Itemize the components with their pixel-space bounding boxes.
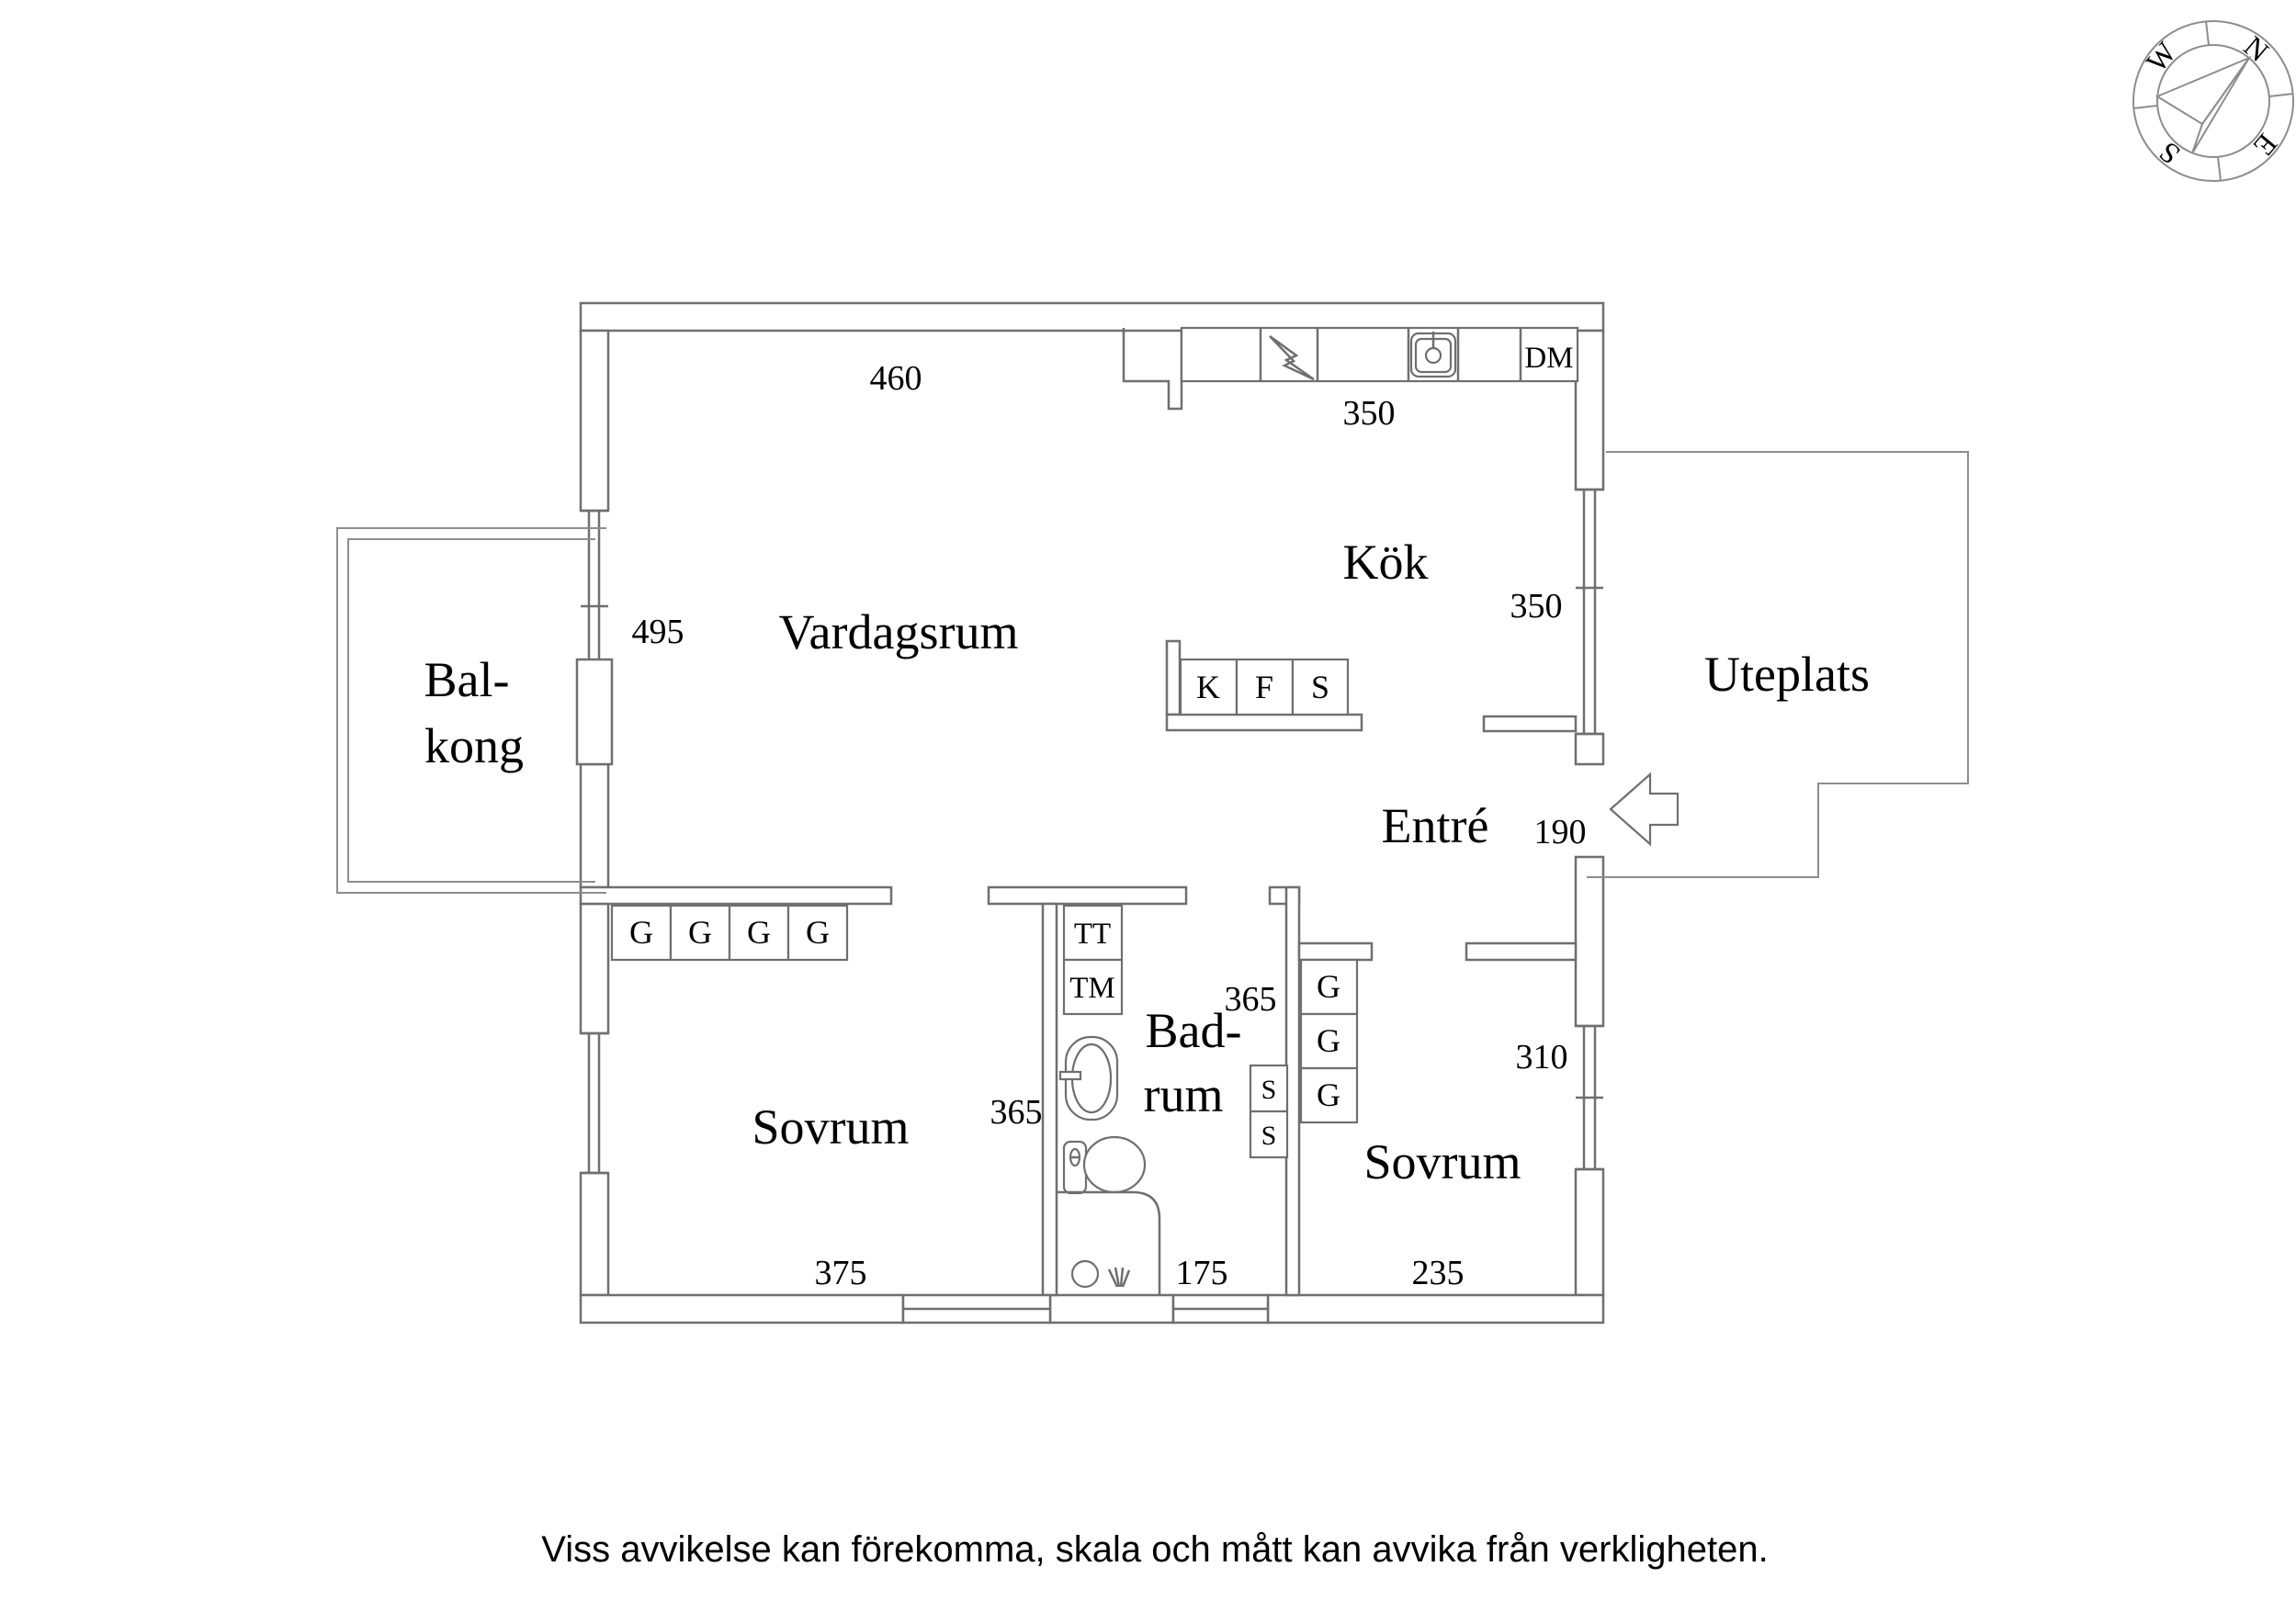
wardrobes-left-bedroom: G G G G [610, 904, 849, 962]
badrum-width-dim: 175 [1176, 1254, 1228, 1292]
shelf-box [1249, 1110, 1289, 1159]
kok-label: Kök [1343, 535, 1429, 590]
entre-width-dim: 190 [1534, 813, 1587, 851]
left-bedroom-window [581, 1031, 608, 1175]
balcony-outline [336, 527, 606, 894]
sovrum-left-width-dim: 375 [815, 1254, 867, 1292]
badrum-label-line2: rum [1144, 1067, 1224, 1122]
wardrobes-right-bedroom: G G G [1299, 958, 1359, 1124]
sink-icon [1409, 332, 1457, 378]
compass-north-label: N [2238, 29, 2276, 68]
kok-depth-dim: 350 [1510, 587, 1563, 626]
disclaimer-text: Viss avvikelse kan förekomma, skala och … [541, 1529, 1768, 1570]
compass-rose: N E S W [2132, 20, 2294, 182]
vardagsrum-width-dim: 460 [870, 359, 922, 398]
dishwasher-box-label: DM [1524, 342, 1573, 375]
kitchen-window [1576, 488, 1603, 736]
balkong-label-line2: kong [424, 718, 524, 773]
badrum-label-line1: Bad- [1146, 1003, 1242, 1058]
uteplats-label: Uteplats [1704, 647, 1870, 702]
kok-width-dim: 350 [1343, 394, 1396, 433]
pantry-box-label: S [1311, 669, 1329, 705]
fridge-box-label: K [1196, 669, 1220, 705]
living-room-window [581, 509, 608, 663]
compass-south-label: S [2153, 135, 2187, 171]
sovrum-right-depth-dim: 310 [1516, 1038, 1568, 1076]
bathroom-fixtures: TT TM S S [1057, 904, 1289, 1295]
balkong-label-line1: Bal- [424, 652, 510, 707]
bathroom-threshold [1171, 1293, 1270, 1324]
compass-west-label: W [2140, 35, 2184, 78]
compass-east-label: E [2247, 128, 2284, 163]
stove-icon [1269, 334, 1315, 381]
shelf-box-label: S [1261, 1075, 1277, 1105]
dryer-box-label: TT [1074, 918, 1111, 951]
wardrobe-label: G [1317, 1022, 1340, 1059]
labels: Vardagsrum 460 495 Kök 350 350 Bal- kong… [424, 359, 1870, 1292]
wardrobe-label: G [629, 914, 653, 951]
washer-box [1062, 958, 1124, 1016]
sovrum-left-depth-dim: 365 [990, 1093, 1043, 1132]
bedroom-threshold [901, 1293, 1052, 1324]
sovrum-left-label: Sovrum [752, 1099, 909, 1155]
badrum-depth-dim: 365 [1225, 980, 1277, 1019]
toilet-icon [1062, 1135, 1147, 1195]
shelf-box-label: S [1261, 1121, 1277, 1151]
windows [581, 488, 1603, 1175]
shower-spray-icon [1107, 1267, 1131, 1288]
entre-label: Entré [1382, 798, 1489, 853]
vardagsrum-depth-dim: 495 [632, 613, 684, 651]
freezer-box-label: F [1255, 669, 1273, 705]
sovrum-right-label: Sovrum [1363, 1134, 1521, 1189]
wardrobe-label: G [1317, 968, 1340, 1005]
vardagsrum-label: Vardagsrum [779, 604, 1019, 659]
entrance-arrow-icon [1609, 772, 1680, 847]
fridge-freezer-unit: K F S [1179, 658, 1350, 716]
kitchen-counter: DM [1180, 326, 1579, 383]
patio-outline [1587, 451, 1969, 878]
washer-box-label: TM [1069, 972, 1115, 1005]
shelf-box [1249, 1064, 1289, 1113]
wardrobe-label: G [747, 914, 771, 951]
wardrobe-label: G [688, 914, 712, 951]
shower-icon [1057, 1190, 1161, 1295]
right-bedroom-window [1576, 1024, 1603, 1171]
dryer-box [1062, 904, 1124, 962]
balcony-door [575, 658, 614, 766]
doors [575, 658, 1680, 1324]
sovrum-right-width-dim: 235 [1412, 1254, 1465, 1292]
wardrobe-label: G [1317, 1076, 1340, 1113]
wardrobe-label: G [806, 914, 830, 951]
washbasin-icon [1058, 1035, 1119, 1121]
